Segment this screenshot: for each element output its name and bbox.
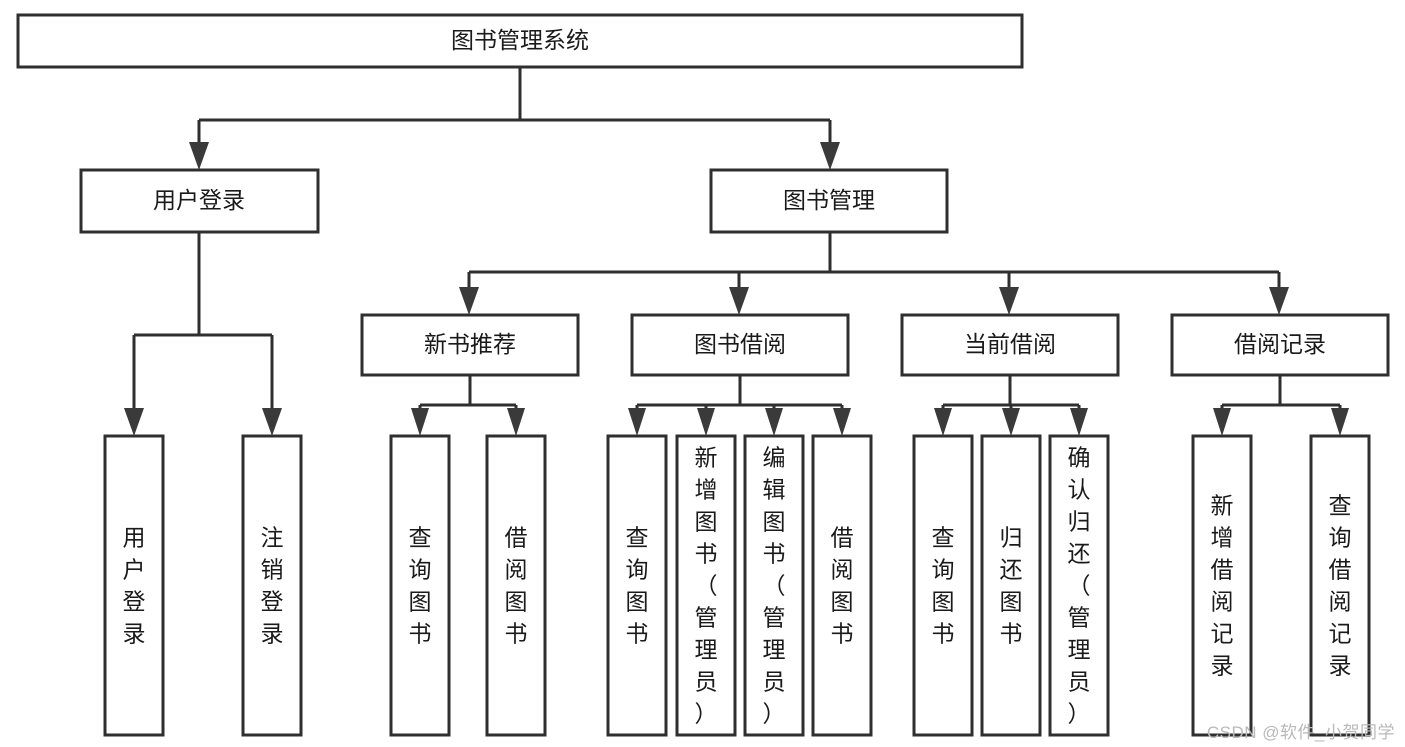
arrow-icon-to-user-login: [189, 142, 209, 170]
arrow-icon-to-book-manage: [820, 142, 840, 170]
node-current-borrow-box[interactable]: [900, 313, 1120, 377]
node-book-borrow-label: 图书借阅: [694, 331, 786, 357]
node-leaf-return-book[interactable]: [980, 434, 1042, 737]
node-book-borrow-box[interactable]: [630, 313, 850, 377]
node-leaf-edit-book-box[interactable]: [743, 434, 805, 737]
node-root-label: 图书管理系统: [451, 27, 589, 53]
node-leaf-add-record-box[interactable]: [1191, 434, 1253, 737]
arrow-icon-leaf-confirm-return: [1070, 408, 1088, 436]
node-leaf-add-record[interactable]: [1191, 434, 1253, 737]
arrow-icon-to-new-book-rec: [459, 287, 479, 315]
node-current-borrow[interactable]: 当前借阅: [900, 313, 1120, 377]
node-borrow-record[interactable]: 借阅记录: [1170, 313, 1390, 377]
node-leaf-logout-label: 注销登录: [261, 525, 284, 647]
arrow-icon-leaf-query-book-3: [934, 408, 952, 436]
node-leaf-query-book-2[interactable]: [606, 434, 668, 737]
node-new-book-rec-box[interactable]: [360, 313, 580, 377]
node-borrow-record-box[interactable]: [1170, 313, 1390, 377]
node-leaf-edit-book[interactable]: [743, 434, 805, 737]
node-leaf-confirm-return[interactable]: [1048, 434, 1110, 737]
node-leaf-user-login-box[interactable]: [103, 434, 165, 737]
node-current-borrow-label: 当前借阅: [964, 331, 1056, 357]
node-leaf-query-record-label: 查询借阅记录: [1329, 493, 1352, 679]
node-leaf-query-book-3-label: 查询图书: [932, 525, 955, 647]
node-leaf-logout[interactable]: [241, 434, 303, 737]
node-leaf-query-book-3-box[interactable]: [912, 434, 974, 737]
leaf-label-layer: 用户登录 注销登录 查询图书 借阅图书 查询图书 新增图书（管理员） 编辑图书（管理员） 借阅…: [123, 445, 1352, 727]
node-leaf-return-book-label: 归还图书: [1000, 525, 1023, 647]
arrow-icon-to-book-borrow: [729, 287, 749, 315]
node-leaf-edit-book-label: 编辑图书（管理员）: [763, 445, 786, 727]
node-root-box[interactable]: [16, 13, 1024, 69]
node-leaf-borrow-book-2[interactable]: [811, 434, 873, 737]
node-leaf-borrow-book-2-box[interactable]: [811, 434, 873, 737]
node-leaf-query-book-1[interactable]: [389, 434, 451, 737]
node-leaf-query-record-box[interactable]: [1309, 434, 1371, 737]
arrow-icon-leaf-edit-book: [765, 408, 783, 436]
node-leaf-query-book-2-box[interactable]: [606, 434, 668, 737]
node-leaf-query-book-3[interactable]: [912, 434, 974, 737]
node-book-borrow[interactable]: 图书借阅: [630, 313, 850, 377]
node-book-manage[interactable]: 图书管理: [709, 168, 949, 234]
node-new-book-rec-label: 新书推荐: [424, 331, 516, 357]
arrow-icon-leaf-borrow-book-1: [507, 408, 525, 436]
node-leaf-add-book-box[interactable]: [675, 434, 737, 737]
node-leaf-borrow-book-1-label: 借阅图书: [505, 525, 528, 647]
arrow-icon-to-borrow-record: [1269, 287, 1289, 315]
node-leaf-query-record[interactable]: [1309, 434, 1371, 737]
node-borrow-record-label: 借阅记录: [1234, 331, 1326, 357]
node-user-login-box[interactable]: [79, 168, 320, 234]
node-leaf-query-book-1-label: 查询图书: [409, 525, 432, 647]
node-leaf-user-login-label: 用户登录: [123, 525, 146, 647]
arrow-icon-leaf-logout: [262, 408, 282, 436]
connector-layer: [124, 67, 1349, 436]
node-book-manage-label: 图书管理: [783, 187, 875, 213]
arrow-icon-leaf-add-book: [697, 408, 715, 436]
node-leaf-user-login[interactable]: [103, 434, 165, 737]
node-leaf-add-book[interactable]: [675, 434, 737, 737]
arrow-icon-leaf-query-record: [1331, 408, 1349, 436]
arrow-icon-leaf-borrow-book-2: [833, 408, 851, 436]
node-leaf-borrow-book-1[interactable]: [485, 434, 547, 737]
arrow-icon-to-current-borrow: [999, 287, 1019, 315]
node-leaf-borrow-book-2-label: 借阅图书: [831, 525, 854, 647]
node-new-book-rec[interactable]: 新书推荐: [360, 313, 580, 377]
node-user-login-label: 用户登录: [153, 187, 245, 213]
node-root[interactable]: 图书管理系统: [16, 13, 1024, 69]
node-leaf-query-book-1-box[interactable]: [389, 434, 451, 737]
node-leaf-confirm-return-box[interactable]: [1048, 434, 1110, 737]
arrow-icon-leaf-query-book-1: [411, 408, 429, 436]
node-leaf-return-book-box[interactable]: [980, 434, 1042, 737]
node-leaf-borrow-book-1-box[interactable]: [485, 434, 547, 737]
node-book-manage-box[interactable]: [709, 168, 949, 234]
node-leaf-confirm-return-label: 确认归还（管理员）: [1068, 445, 1091, 727]
node-leaf-query-book-2-label: 查询图书: [626, 525, 649, 647]
node-leaf-add-record-label: 新增借阅记录: [1211, 493, 1234, 679]
node-leaf-logout-box[interactable]: [241, 434, 303, 737]
node-user-login[interactable]: 用户登录: [79, 168, 320, 234]
arrow-icon-leaf-add-record: [1213, 408, 1231, 436]
arrow-icon-leaf-return-book: [1002, 408, 1020, 436]
arrow-icon-leaf-query-book-2: [628, 408, 646, 436]
node-leaf-add-book-label: 新增图书（管理员）: [695, 445, 718, 727]
arrow-icon-leaf-user-login: [124, 408, 144, 436]
